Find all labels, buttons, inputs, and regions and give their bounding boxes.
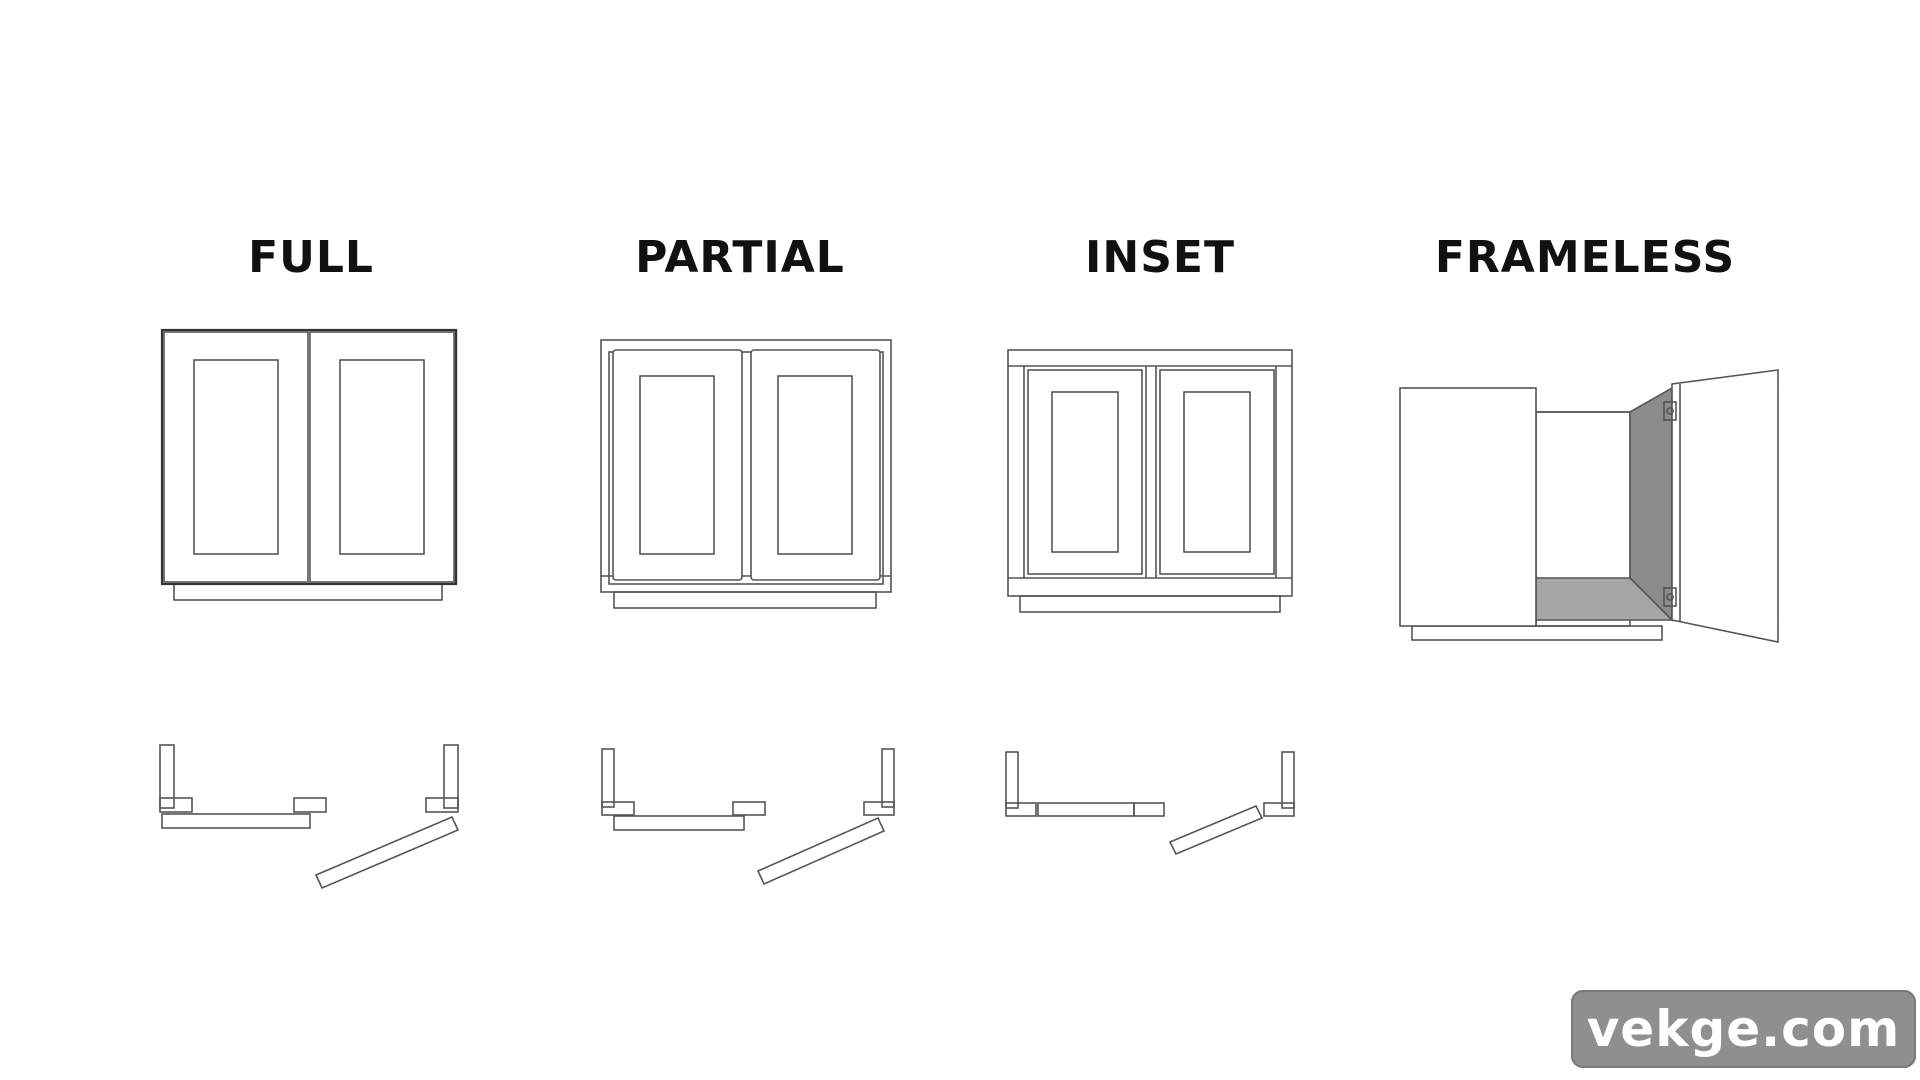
watermark-text: vekge.com — [1586, 1000, 1901, 1058]
full-plan-door — [161, 813, 311, 829]
frameless-toe-kick — [1411, 625, 1663, 641]
partial-frame-inner — [608, 351, 884, 585]
inset-right-door — [1159, 369, 1275, 575]
frameless-hinge-top-screw — [1666, 407, 1674, 415]
inset-plan-right-block — [1133, 802, 1165, 817]
partial-plan-left-block — [601, 801, 635, 816]
partial-plan-right-block — [863, 801, 895, 816]
partial-plan-open-door — [756, 816, 886, 886]
inset-left-panel — [1051, 391, 1119, 553]
partial-plan-left-side — [601, 748, 615, 808]
inset-toe-kick — [1019, 595, 1281, 613]
partial-left-door — [612, 349, 743, 581]
inset-plan-far-block — [1263, 802, 1295, 817]
frameless-hinge-top — [1663, 401, 1677, 421]
full-overlay-plan — [159, 744, 460, 890]
inset-frame-outer — [1007, 349, 1293, 597]
inset-right-panel — [1183, 391, 1251, 553]
inset-plan — [1005, 751, 1295, 856]
label-frameless: FRAMELESS — [1434, 232, 1736, 283]
label-inset: INSET — [1085, 232, 1235, 283]
full-plan-right-side — [443, 744, 459, 809]
partial-overlay-plan — [601, 748, 895, 886]
frameless-cabinet — [1399, 369, 1779, 643]
watermark-badge: vekge.com — [1571, 990, 1916, 1068]
inset-cabinet — [1007, 349, 1293, 613]
frameless-hinge-bottom-screw — [1666, 593, 1674, 601]
full-toe-kick — [173, 583, 443, 601]
full-plan-open-door — [314, 815, 460, 890]
inset-plan-door — [1037, 802, 1135, 817]
label-partial: PARTIAL — [635, 232, 845, 283]
partial-right-panel — [777, 375, 853, 555]
full-left-panel — [193, 359, 279, 555]
frameless-hinge-bottom — [1663, 587, 1677, 607]
full-right-panel — [339, 359, 425, 555]
inset-plan-open-door — [1168, 804, 1264, 856]
full-overlay-cabinet — [160, 328, 458, 601]
full-left-door — [163, 331, 309, 583]
partial-toe-kick — [613, 591, 877, 609]
inset-plan-left-side — [1005, 751, 1019, 809]
full-right-door — [309, 331, 455, 583]
partial-plan-mid-block — [732, 801, 766, 816]
partial-frame-outer — [600, 339, 892, 593]
full-plan-right-block — [425, 797, 459, 813]
frameless-open-door — [1671, 369, 1779, 643]
label-full: FULL — [248, 232, 374, 283]
inset-plan-left-block — [1005, 802, 1037, 817]
full-plan-left-block — [159, 797, 193, 813]
inset-left-door — [1027, 369, 1143, 575]
inset-plan-far-side — [1281, 751, 1295, 809]
partial-left-panel — [639, 375, 715, 555]
full-plan-left-side — [159, 744, 175, 809]
partial-overlay-cabinet — [600, 339, 892, 609]
frameless-left-door — [1399, 387, 1537, 627]
partial-right-door — [750, 349, 881, 581]
partial-plan-door — [613, 815, 745, 831]
partial-plan-right-side — [881, 748, 895, 808]
full-plan-mid-block — [293, 797, 327, 813]
